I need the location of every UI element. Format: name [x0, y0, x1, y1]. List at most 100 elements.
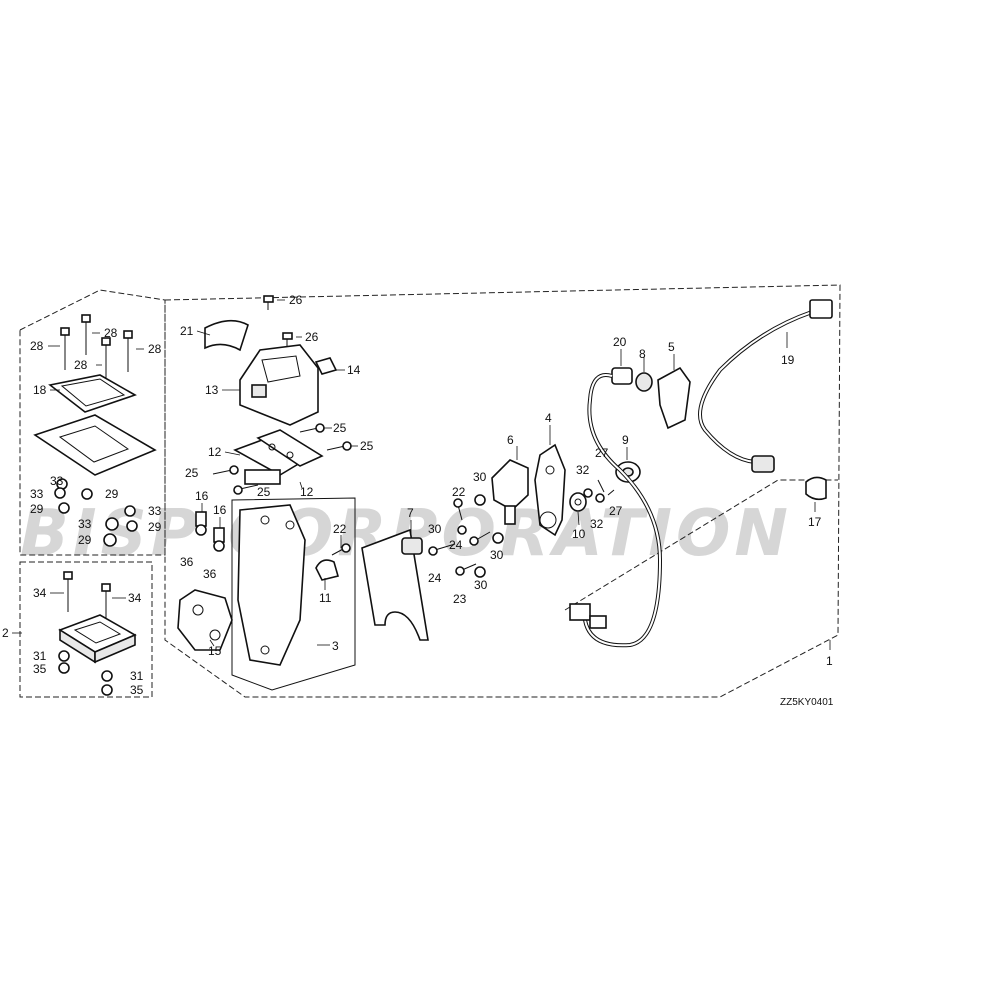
callout-16-b: 16 [213, 503, 227, 517]
housing-13 [239, 344, 319, 426]
callout-34-b: 34 [128, 591, 142, 605]
callout-labels: 26 21 26 14 13 12 12 25 25 25 25 16 16 3… [2, 293, 834, 708]
callout-7: 7 [407, 506, 414, 520]
callout-35-b: 35 [130, 683, 144, 697]
callout-6: 6 [507, 433, 514, 447]
diagram-code: ZZ5KY0401 [780, 697, 834, 708]
callout-25-c: 25 [185, 466, 199, 480]
callout-4: 4 [545, 411, 552, 425]
callout-29-a: 29 [105, 487, 119, 501]
callout-14: 14 [347, 363, 361, 377]
lever-6 [491, 459, 529, 525]
callout-27-a: 27 [595, 446, 609, 460]
callout-33-c: 33 [148, 504, 162, 518]
knob-7 [401, 537, 423, 555]
gasket-sheet [361, 528, 429, 641]
callout-36-b: 36 [203, 567, 217, 581]
sub-assembly-2-boundary [19, 561, 153, 698]
callout-19: 19 [781, 353, 795, 367]
callout-29-c: 29 [148, 520, 162, 534]
control-lever-4 [534, 443, 566, 537]
callout-28-d: 28 [148, 342, 162, 356]
callout-16-a: 16 [195, 489, 209, 503]
bolts-25 [212, 423, 352, 495]
callout-28-b: 28 [104, 326, 118, 340]
clip-14 [314, 357, 338, 375]
callout-31-a: 31 [33, 649, 47, 663]
callout-12-right: 12 [300, 485, 314, 499]
bolts-28 [60, 314, 133, 378]
callout-30-a: 30 [473, 470, 487, 484]
callout-21: 21 [180, 324, 194, 338]
plug-8 [635, 372, 653, 392]
callout-8: 8 [639, 347, 646, 361]
callout-32-a: 32 [576, 463, 590, 477]
callout-15: 15 [208, 644, 222, 658]
washer-10 [569, 492, 587, 512]
sub-assembly-18-boundary [19, 289, 166, 556]
leader-lines [12, 299, 831, 650]
callout-10: 10 [572, 527, 586, 541]
callout-30-d: 30 [474, 578, 488, 592]
callout-35-a: 35 [33, 662, 47, 676]
callout-22-mid: 22 [452, 485, 466, 499]
callout-26-mid: 26 [305, 330, 319, 344]
callout-33-d: 33 [78, 517, 92, 531]
callout-9: 9 [622, 433, 629, 447]
callout-25-a: 25 [333, 421, 347, 435]
nuts-washers-29-33 [54, 478, 138, 547]
callout-25-b: 25 [360, 439, 374, 453]
callout-22-left: 22 [333, 522, 347, 536]
screws-22-24-23-30 [428, 494, 504, 578]
callout-25-d: 25 [257, 485, 271, 499]
callout-28-c: 28 [74, 358, 88, 372]
control-box-3 [231, 497, 356, 691]
gasket-plate-lower [33, 414, 157, 476]
clamp-11 [315, 559, 339, 581]
callout-1: 1 [826, 654, 833, 668]
grommet-9 [615, 461, 641, 483]
callout-34-a: 34 [33, 586, 47, 600]
callout-20: 20 [613, 335, 627, 349]
callout-18: 18 [33, 383, 47, 397]
main-assembly-boundary [164, 284, 841, 698]
switch-5 [657, 366, 691, 430]
bolt-26-top [263, 295, 274, 310]
callout-3: 3 [332, 639, 339, 653]
callout-28-a: 28 [30, 339, 44, 353]
harness-cable [569, 373, 663, 648]
callout-13: 13 [205, 383, 219, 397]
callout-30-c: 30 [490, 548, 504, 562]
callout-12-left: 12 [208, 445, 222, 459]
spacer-block-2 [58, 571, 137, 696]
studs-16-36 [195, 511, 225, 552]
callout-24-a: 24 [449, 538, 463, 552]
screw-22-left [331, 543, 351, 556]
callout-36-a: 36 [180, 555, 194, 569]
callout-33-a: 33 [50, 474, 64, 488]
callout-29-b: 29 [30, 502, 44, 516]
grommet-17 [805, 476, 827, 501]
bracket-12 [233, 429, 324, 485]
callout-24-b: 24 [428, 571, 442, 585]
callout-23: 23 [453, 592, 467, 606]
callout-5: 5 [668, 340, 675, 354]
callout-17: 17 [808, 515, 822, 529]
callout-33-b: 33 [30, 487, 44, 501]
callout-26-top: 26 [289, 293, 303, 307]
callout-32-b: 32 [590, 517, 604, 531]
cover-21 [204, 319, 249, 352]
callout-2: 2 [2, 626, 9, 640]
callout-30-b: 30 [428, 522, 442, 536]
callout-29-d: 29 [78, 533, 92, 547]
gasket-15 [177, 589, 233, 651]
connector-20 [611, 367, 633, 385]
screws-27-32 [583, 479, 615, 503]
gasket-plate-18 [48, 374, 137, 413]
callout-11: 11 [319, 591, 332, 605]
cable-19 [698, 299, 833, 473]
bolt-26-mid [282, 332, 293, 347]
callout-31-b: 31 [130, 669, 144, 683]
callout-27-b: 27 [609, 504, 623, 518]
